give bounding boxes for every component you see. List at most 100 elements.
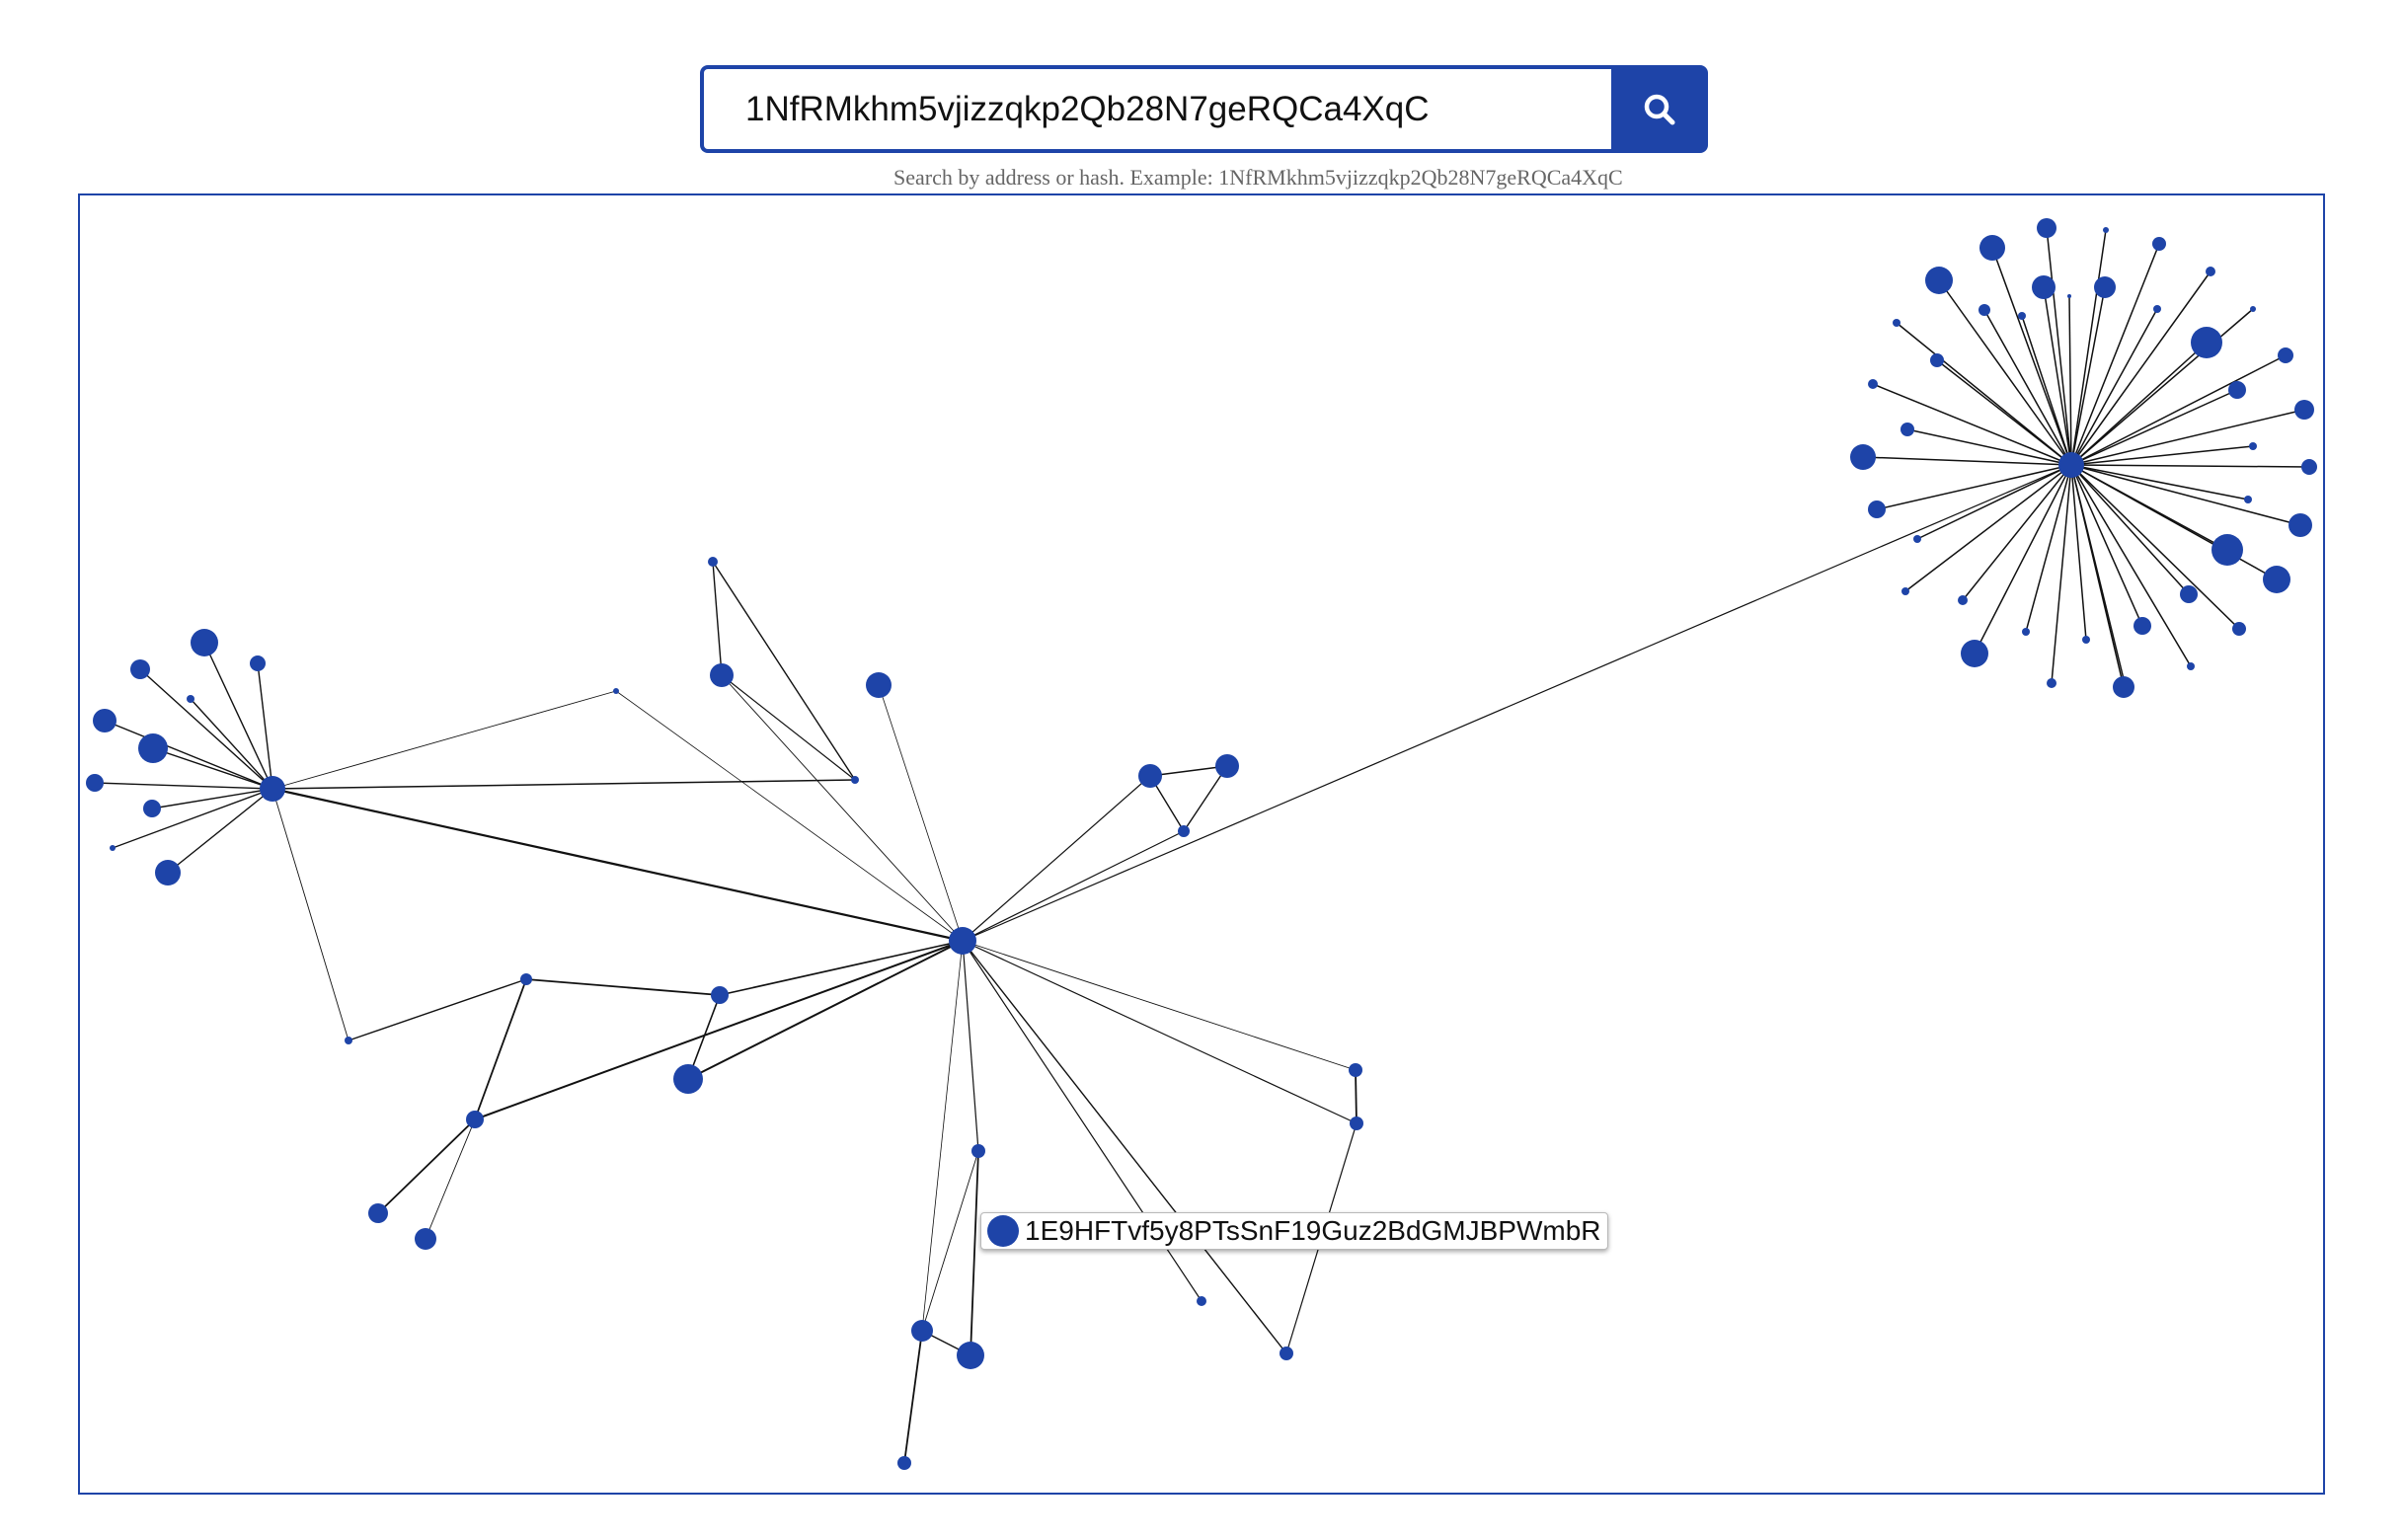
graph-node[interactable] <box>2037 218 2056 238</box>
graph-node[interactable] <box>911 1320 933 1342</box>
graph-node[interactable] <box>2187 662 2195 670</box>
graph-edge <box>474 978 527 1120</box>
tooltip-node-marker <box>987 1215 1019 1247</box>
transaction-graph[interactable] <box>80 195 2323 1493</box>
search-input[interactable] <box>700 65 1611 153</box>
graph-node[interactable] <box>2228 381 2246 399</box>
graph-node[interactable] <box>2301 459 2317 475</box>
graph-node[interactable] <box>2206 267 2215 276</box>
graph-node[interactable] <box>1178 825 1190 837</box>
graph-node[interactable] <box>2153 305 2161 313</box>
graph-edge <box>104 720 273 790</box>
graph-node[interactable] <box>2082 636 2090 644</box>
graph-node[interactable] <box>1901 587 1909 595</box>
graph-node[interactable] <box>2133 617 2151 635</box>
graph-node[interactable] <box>1197 1296 1206 1306</box>
graph-node[interactable] <box>2058 452 2084 478</box>
graph-edge <box>962 940 1357 1071</box>
graph-node[interactable] <box>711 986 729 1004</box>
graph-node[interactable] <box>2244 496 2252 503</box>
graph-node[interactable] <box>368 1203 388 1223</box>
graph-node[interactable] <box>1913 535 1921 543</box>
graph-node[interactable] <box>851 776 859 784</box>
graph-node[interactable] <box>2022 628 2030 636</box>
graph-node[interactable] <box>2103 227 2109 233</box>
graph-node[interactable] <box>2294 400 2314 420</box>
graph-node[interactable] <box>2113 676 2134 698</box>
graph-node[interactable] <box>520 973 532 985</box>
graph-node[interactable] <box>1978 304 1990 316</box>
graph-edge <box>1962 464 2072 601</box>
graph-node[interactable] <box>143 800 161 817</box>
graph-node[interactable] <box>345 1037 352 1044</box>
graph-node[interactable] <box>2067 294 2071 298</box>
graph-node[interactable] <box>1349 1063 1362 1077</box>
graph-node[interactable] <box>1930 353 1944 367</box>
graph-node[interactable] <box>2191 327 2222 358</box>
graph-node[interactable] <box>466 1111 484 1128</box>
graph-node[interactable] <box>2094 276 2116 298</box>
graph-node[interactable] <box>673 1064 703 1094</box>
graph-node[interactable] <box>613 688 619 694</box>
graph-node[interactable] <box>949 927 976 955</box>
graph-node[interactable] <box>2032 275 2056 299</box>
graph-node[interactable] <box>2018 312 2026 320</box>
graph-node[interactable] <box>897 1456 911 1470</box>
graph-edge <box>2070 464 2192 667</box>
graph-node[interactable] <box>710 663 734 687</box>
graph-node[interactable] <box>1901 423 1914 436</box>
graph-node[interactable] <box>415 1228 436 1250</box>
graph-edge <box>152 747 273 790</box>
graph-node[interactable] <box>250 655 266 671</box>
graph-node[interactable] <box>2249 442 2257 450</box>
graph-edge <box>712 561 856 781</box>
graph-node[interactable] <box>110 845 116 851</box>
graph-node[interactable] <box>2047 678 2056 688</box>
graph-node[interactable] <box>191 629 218 656</box>
graph-node[interactable] <box>2278 347 2293 363</box>
graph-edge <box>2021 315 2072 466</box>
graph-edge <box>474 940 964 1120</box>
graph-node[interactable] <box>971 1144 985 1158</box>
graph-edge <box>112 788 273 849</box>
graph-node[interactable] <box>130 659 150 679</box>
graph-node[interactable] <box>866 672 892 698</box>
graph-node[interactable] <box>260 776 285 802</box>
graph-node[interactable] <box>138 733 168 763</box>
graph-node[interactable] <box>1961 640 1988 667</box>
graph-node[interactable] <box>2180 585 2198 603</box>
graph-node[interactable] <box>957 1342 984 1369</box>
graph-edge <box>272 690 617 790</box>
graph-node[interactable] <box>1138 764 1162 788</box>
graph-edge <box>139 668 273 790</box>
graph-node[interactable] <box>1280 1347 1293 1360</box>
graph-node[interactable] <box>1350 1116 1363 1130</box>
graph-node[interactable] <box>1979 235 2005 261</box>
graph-node[interactable] <box>2152 237 2166 251</box>
graph-node[interactable] <box>2211 534 2243 566</box>
graph-node[interactable] <box>1215 754 1239 778</box>
graph-edge <box>2070 243 2160 466</box>
graph-edge <box>1872 383 2072 466</box>
graph-node[interactable] <box>2232 622 2246 636</box>
graph-node[interactable] <box>1925 267 1953 294</box>
graph-edge <box>962 940 979 1152</box>
graph-edge <box>2070 464 2087 641</box>
search-button[interactable] <box>1611 65 1708 153</box>
graph-node[interactable] <box>708 557 718 567</box>
graph-edge <box>1904 464 2072 592</box>
graph-node[interactable] <box>2289 513 2312 537</box>
graph-node[interactable] <box>93 709 116 732</box>
graph-node[interactable] <box>1868 379 1878 389</box>
graph-node[interactable] <box>1893 319 1901 327</box>
graph-node[interactable] <box>2250 306 2256 312</box>
graph-edge <box>2046 227 2072 466</box>
graph-node[interactable] <box>187 695 194 703</box>
graph-node[interactable] <box>1868 500 1886 518</box>
graph-edge <box>525 978 721 996</box>
graph-node[interactable] <box>2263 566 2290 593</box>
graph-node[interactable] <box>86 774 104 792</box>
graph-node[interactable] <box>1958 595 1968 605</box>
graph-node[interactable] <box>155 860 181 886</box>
graph-node[interactable] <box>1850 444 1876 470</box>
